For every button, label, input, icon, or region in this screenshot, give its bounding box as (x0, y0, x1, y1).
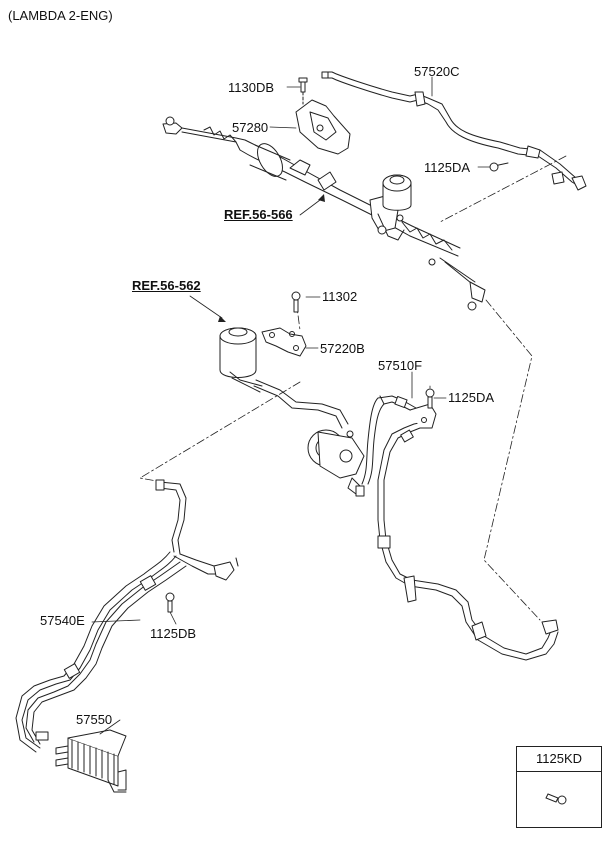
label-1125DA-top: 1125DA (424, 160, 471, 175)
bracket-57220B (261, 327, 307, 357)
label-57220B: 57220B (320, 341, 365, 356)
label-1125DB: 1125DB (150, 626, 197, 641)
ref-56-566: REF.56-566 (224, 207, 293, 222)
heat-shield-57280 (295, 99, 351, 155)
engine-header: (LAMBDA 2-ENG) (8, 8, 113, 23)
oil-cooler-57550 (55, 729, 127, 793)
bolt-1125DA-mid (425, 388, 435, 409)
bolt-1125DB (165, 592, 175, 613)
label-57510F: 57510F (378, 358, 423, 373)
return-line-57540E (15, 479, 239, 753)
label-57550: 57550 (76, 712, 113, 727)
kit-box-1125KD: 1125KD (516, 746, 602, 828)
label-57520C: 57520C (414, 64, 460, 79)
steering-gear-assembly (162, 116, 486, 311)
hose-57510F (355, 395, 559, 661)
kit-box-label: 1125KD (517, 747, 601, 772)
ref-56-562: REF.56-562 (132, 278, 201, 293)
bolt-1130DB (298, 77, 308, 105)
power-steering-pump (307, 429, 365, 495)
label-57540E: 57540E (40, 613, 85, 628)
label-1125DA-mid: 1125DA (448, 390, 495, 405)
reservoir (219, 327, 349, 429)
bolt-1125KD-icon (545, 793, 567, 805)
hose-57520C (321, 71, 587, 191)
label-1130DB: 1130DB (228, 80, 275, 95)
bolt-1125DA-top (489, 162, 509, 172)
bolt-11302 (291, 291, 301, 313)
label-57280: 57280 (232, 120, 269, 135)
label-11302: 11302 (322, 289, 358, 304)
